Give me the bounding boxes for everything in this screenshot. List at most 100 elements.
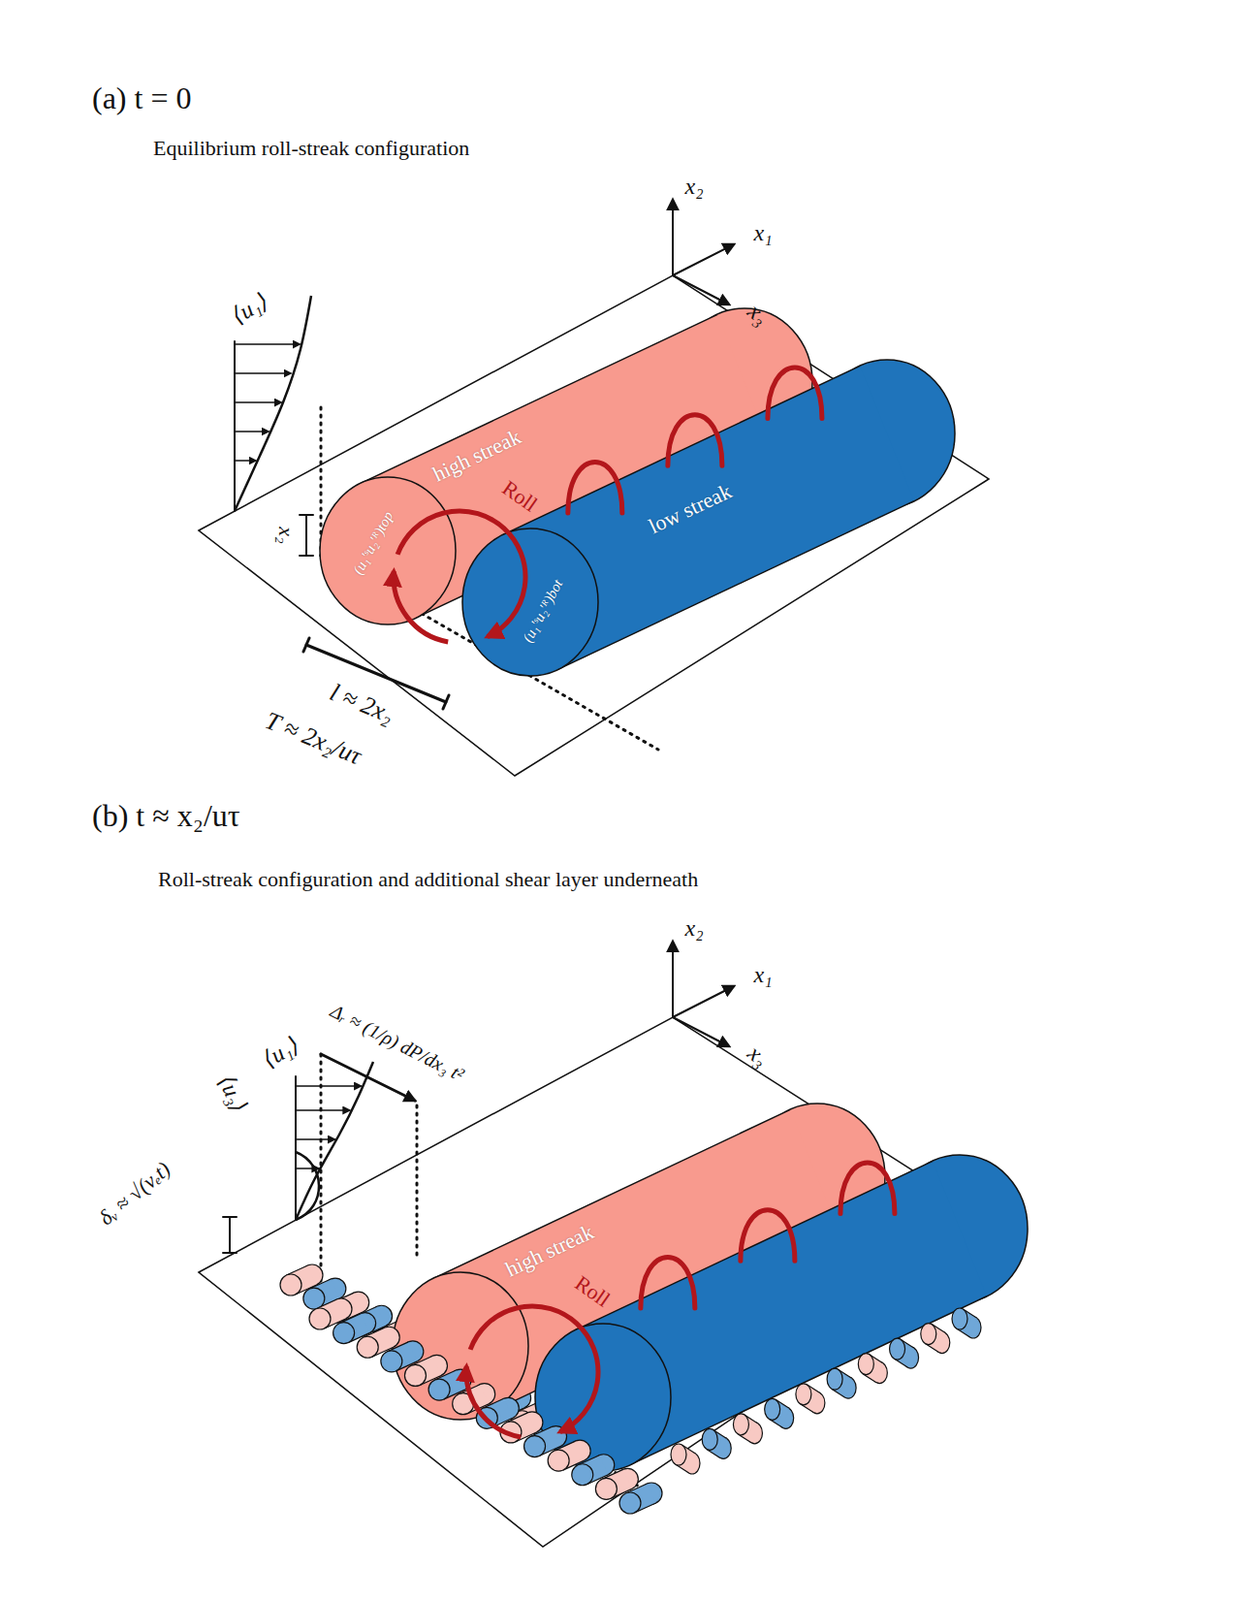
small-streak [857, 1353, 888, 1384]
cylinder-front [356, 1335, 379, 1358]
axis-label: x₁ [754, 220, 773, 246]
axis-x1 [672, 985, 734, 1017]
profile-arrow [234, 372, 291, 374]
cylinder-front [404, 1363, 426, 1386]
axis-label: x₂ [685, 173, 704, 199]
roll-label: Roll [498, 475, 542, 517]
cylinder-front [920, 1323, 937, 1345]
high-streak: high streak [392, 1095, 936, 1435]
cylinder-front [670, 1443, 687, 1465]
small-streak [951, 1307, 982, 1338]
streak-label: low streak [645, 479, 736, 539]
bracket-line [305, 514, 308, 556]
cylinder-front [732, 1413, 749, 1435]
profile-curve [295, 1061, 374, 1220]
cylinder-front [524, 1435, 546, 1458]
roll-arc [767, 367, 823, 419]
cylinder-front [319, 476, 456, 625]
panel-label: (b) t ≈ x₂/uτ [92, 798, 241, 833]
cylinder-front [380, 1350, 403, 1372]
cylinder-front [280, 1273, 302, 1296]
cylinder-front [309, 1307, 331, 1330]
axis-x2 [671, 941, 674, 1017]
bracket-line [228, 1216, 231, 1253]
cylinder-front [857, 1353, 874, 1375]
displacement-arrow [320, 1053, 415, 1101]
profile-axis [294, 1076, 297, 1220]
displacement-label: Δᵣ ≈ (1/ρ) dP/dx₃ t² [327, 999, 469, 1085]
bracket-tick [299, 554, 314, 557]
profile-arrow [234, 430, 269, 432]
profile-curve [234, 295, 312, 511]
roll-arrow [393, 570, 448, 642]
profile-axis [233, 341, 236, 511]
axis-x3 [672, 1016, 729, 1046]
cylinder-front [333, 1322, 355, 1344]
low-streak-cylinder [462, 359, 955, 676]
cylinder-front [951, 1307, 968, 1330]
spanwise-profile [295, 1151, 319, 1220]
cylinder-edge [557, 501, 915, 670]
small-streak [920, 1323, 951, 1354]
profile-arrow [295, 1109, 350, 1110]
roll-arc [840, 1162, 895, 1214]
cylinder-edge [630, 1296, 987, 1465]
stress-label: (u₁′ˢu₂′ᴿ)top [349, 508, 397, 577]
small-streak [670, 1443, 700, 1474]
axes [672, 941, 734, 1046]
viscous-bracket [222, 1216, 237, 1253]
profile-arrow [234, 459, 256, 461]
scale-tick [443, 695, 449, 709]
scale-tick [303, 637, 310, 652]
profile-arrow [234, 343, 300, 345]
scale-line [306, 644, 446, 702]
low-streak-cylinder [535, 1154, 1028, 1471]
cylinder-front [701, 1427, 718, 1450]
cylinder-front [826, 1367, 843, 1390]
panel-subtitle: Roll-streak configuration and additional… [158, 867, 698, 891]
cylinder-front [428, 1378, 450, 1400]
dotted-guide [415, 1105, 419, 1261]
high-streak: high streak(u₁′ˢu₂′ᴿ)top [319, 290, 863, 631]
small-streak [701, 1427, 731, 1458]
small-streak [795, 1383, 825, 1414]
axis-label: x₃ [742, 1040, 774, 1072]
roll-arc [667, 414, 723, 467]
bracket-tick [222, 1215, 237, 1218]
cylinder-front [619, 1491, 641, 1514]
cylinder-front [764, 1397, 781, 1420]
streak-label: high streak [502, 1219, 598, 1281]
roll-arc [568, 461, 623, 513]
panel-subtitle: Equilibrium roll-streak configuration [153, 136, 470, 160]
cylinder-front [392, 1271, 529, 1420]
profile-arrow [295, 1084, 361, 1086]
axes [672, 199, 734, 305]
small-streak [732, 1413, 762, 1444]
wall-plane [198, 1016, 1009, 1547]
roll-arrow [470, 1305, 599, 1432]
axis-x2 [671, 199, 674, 276]
cylinder-front [889, 1337, 906, 1360]
small-streak [889, 1337, 920, 1368]
axis-label: x₁ [754, 961, 773, 987]
height-label: x₂ [274, 526, 298, 543]
axis-label: x₃ [742, 298, 774, 330]
velocity-profile [295, 1061, 374, 1220]
axis-x3 [672, 275, 729, 305]
small-streak [764, 1397, 794, 1428]
stress-label: (u₁′ˢu₂′ᴿ)bot [519, 576, 567, 645]
dotted-guide [319, 1053, 323, 1300]
low-streak: low streak (u₁′ˢu₂′ᴿ)bot [455, 339, 999, 650]
axis-x1 [672, 244, 734, 276]
roll-vortex [393, 367, 823, 642]
cylinder-front [595, 1477, 617, 1499]
profile-arrow [295, 1138, 335, 1140]
thickness-label: δᵥ ≈ √(νₑt) [95, 1157, 176, 1231]
roll-arrow [397, 510, 526, 637]
profile-arrow [234, 401, 282, 403]
profile-label: ⟨u₁⟩ [257, 1031, 304, 1073]
cylinder-edge [575, 1160, 933, 1330]
cylinder-front [795, 1383, 812, 1405]
cylinder-front [571, 1463, 594, 1486]
